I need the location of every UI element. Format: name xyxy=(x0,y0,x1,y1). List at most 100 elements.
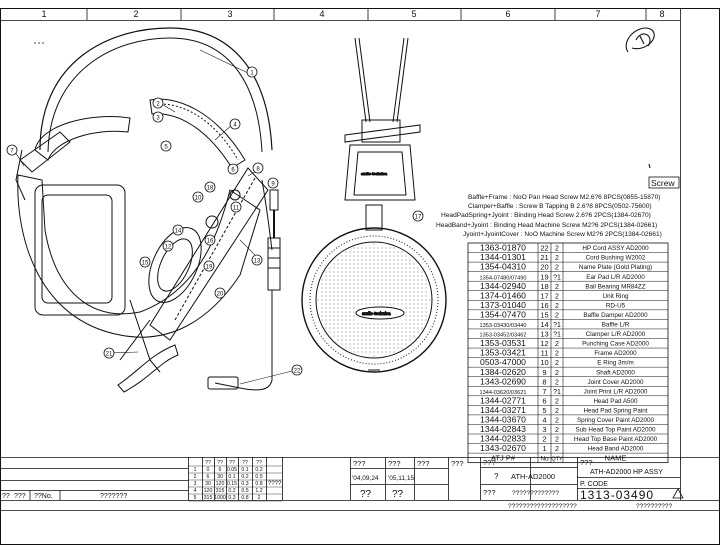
tolerance-cell: 0.3 xyxy=(241,481,248,487)
part-number: 1384-02620 xyxy=(480,367,526,377)
front-view-badge-print: audio-technica xyxy=(362,311,391,316)
callout-circle-3 xyxy=(152,111,164,123)
part-number: 1344-02833 xyxy=(480,434,526,444)
callout-number-13: 13 xyxy=(254,258,261,264)
grid-number-5: 5 xyxy=(411,9,416,19)
part-number: 1344-01301 xyxy=(480,252,526,262)
tolerance-cell: ?? xyxy=(229,460,235,466)
part-index: 16 xyxy=(540,301,548,310)
tolerance-cell: 1.2 xyxy=(255,488,262,494)
callout-number-14: 14 xyxy=(175,228,182,234)
part-name: RD-U5 xyxy=(606,302,626,309)
screw-note-2: Clamper+Baffle : Screw B Tapping B 2.6?8… xyxy=(468,203,652,210)
tolerance-cell: 0.2 xyxy=(228,488,235,494)
grid-number-4: 4 xyxy=(319,9,324,19)
tolerance-extra: ???? xyxy=(268,481,282,487)
tolerance-cell: 0.1 xyxy=(241,467,248,473)
part-index: 12 xyxy=(540,339,548,348)
part-name: Ball Bearing MR84ZZ xyxy=(585,283,645,290)
callout-circle-4 xyxy=(229,118,241,130)
title-sym: ? xyxy=(494,472,499,481)
callout-number-16: 16 xyxy=(207,238,214,244)
part-name: Cord Bushing W2002 xyxy=(586,255,646,262)
part-index: 13 xyxy=(540,330,548,339)
part-qty: 2 xyxy=(555,284,559,291)
callout-circle-15 xyxy=(139,256,151,268)
part-qty: 2 xyxy=(555,398,559,405)
tolerance-row-mark: 4 xyxy=(194,488,197,494)
tolerance-cell: 0.5 xyxy=(241,488,248,494)
part-name: Spring Cover Paint AD2000 xyxy=(577,417,655,424)
tolerance-cell: 0.05 xyxy=(227,467,237,473)
callout-number-8: 8 xyxy=(256,166,260,172)
tolerance-cell: 1000 xyxy=(214,495,226,501)
title-subtitle: ????????????? xyxy=(512,490,559,497)
part-qty: 2 xyxy=(555,379,559,386)
screw-note-1: Baffle+Frame : NoO Pan Head Screw M2.6?6… xyxy=(468,194,660,201)
callout-circle-10 xyxy=(192,191,204,203)
callout-circle-18 xyxy=(204,181,216,193)
part-name: Baffle L/R xyxy=(602,322,630,329)
front-view-headphone: audio-technica audio-technica xyxy=(301,37,447,373)
part-number: 1344-02843 xyxy=(480,424,526,434)
part-number: 1373-01040 xyxy=(480,300,526,310)
header-name: NAME xyxy=(605,454,627,463)
callout-number-10: 10 xyxy=(195,195,202,201)
part-qty: ?1 xyxy=(553,274,561,281)
part-name: Head Top Base Paint AD2000 xyxy=(574,436,658,443)
callout-circle-12 xyxy=(162,240,174,252)
part-number: 1344-02771 xyxy=(480,395,526,405)
callout-circle-6 xyxy=(227,163,239,175)
drawing-title: ATH-AD2000 HP ASSY xyxy=(590,469,663,476)
part-name: HP Cord ASSY AD2000 xyxy=(582,245,649,252)
part-name: Clamper L/R AD2000 xyxy=(586,331,646,338)
callout-circle-21 xyxy=(103,347,115,359)
callout-number-18: 18 xyxy=(207,185,214,191)
tolerance-row-mark: 2 xyxy=(194,474,197,480)
part-name: Head Band AD2000 xyxy=(588,446,644,453)
tolerance-cell: 2 xyxy=(258,495,261,501)
title-row-left: ?? xyxy=(2,493,10,500)
part-name: Head Pad Spring Paint xyxy=(583,407,647,414)
tolerance-cell: 0.3 xyxy=(228,495,235,501)
part-index: 11 xyxy=(541,349,549,358)
title-q4: ??? xyxy=(451,459,464,468)
callout-number-9: 9 xyxy=(271,181,275,187)
part-index: 19 xyxy=(540,272,548,281)
tolerance-row-mark: 5 xyxy=(194,495,197,501)
part-index: 14 xyxy=(540,320,548,329)
header-qty: QTY xyxy=(551,457,563,463)
header-pn: ATJ P# xyxy=(491,454,516,463)
part-name: Shaft AD2000 xyxy=(596,369,635,376)
callout-circle-17 xyxy=(412,210,424,222)
pcode-label: P. CODE xyxy=(580,481,608,488)
part-number: 1354-07470 xyxy=(480,309,526,319)
part-index: 18 xyxy=(540,282,548,291)
part-qty: 2 xyxy=(555,370,559,377)
callout-number-22: 22 xyxy=(294,368,301,374)
pcode-value: 1313-03490 xyxy=(580,488,654,502)
callout-number-5: 5 xyxy=(164,144,168,150)
tolerance-cell: ?? xyxy=(256,460,262,466)
callout-number-7: 7 xyxy=(10,148,14,154)
title-q2: ??? xyxy=(388,459,401,468)
part-number: 0503-47000 xyxy=(480,357,526,367)
part-index: 6 xyxy=(542,396,546,405)
callout-number-11: 11 xyxy=(233,205,240,211)
screw-note-3: HeadPadSpring+Jyoint : Binding Head Scre… xyxy=(441,212,651,219)
part-name: Joint Cover AD2000 xyxy=(587,379,644,386)
title-q5: ??? xyxy=(483,458,496,467)
tolerance-cell: ?? xyxy=(217,460,223,466)
